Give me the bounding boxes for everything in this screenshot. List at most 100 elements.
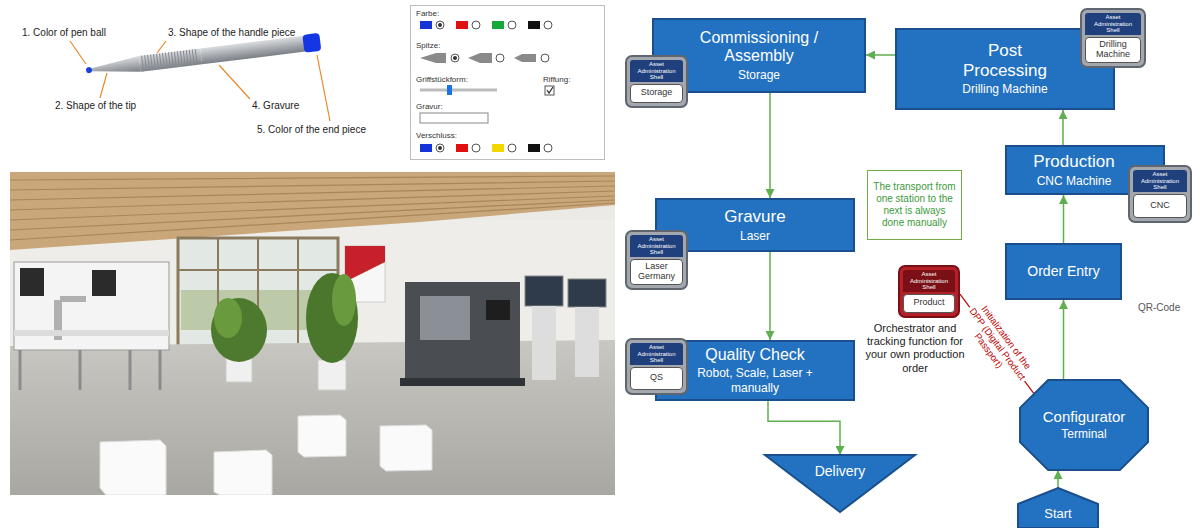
configurator-widgets [541, 54, 549, 62]
configurator-widgets [547, 87, 553, 93]
delivery-triangle: Delivery [765, 455, 915, 512]
node-body: Drilling Machine [962, 82, 1047, 96]
showroom-photo [214, 450, 272, 495]
pen-illustration [142, 49, 198, 71]
callout-label: 5. Color of the end piece [257, 124, 366, 136]
flow-arrow [1062, 110, 1064, 145]
terminal-octagon: ConfiguratorTerminal [1020, 380, 1148, 470]
configurator-widgets [514, 54, 536, 62]
showroom-photo [568, 279, 606, 307]
configurator-widgets [438, 23, 442, 27]
configurator-widgets [468, 53, 492, 63]
showroom-photo [14, 330, 169, 336]
node-body: Drilling Machine [1085, 37, 1141, 63]
node-body: Storage [630, 84, 683, 103]
node-body: Laser Germany [630, 259, 683, 285]
configurator-widgets [451, 54, 459, 62]
node-heading: Commissioning / Assembly [684, 29, 834, 66]
node-body: QS [630, 367, 683, 390]
showroom-photo [10, 172, 615, 495]
configurator-widgets [472, 21, 480, 29]
node-body: Laser [740, 229, 770, 243]
configurator-widgets [544, 21, 552, 29]
note-box: The transport from one station to the ne… [867, 170, 962, 240]
pen-illustration [86, 67, 93, 74]
configurator-widgets [456, 144, 468, 152]
node-heading: Asset Administration Shell [630, 235, 683, 257]
configurator-widgets [472, 144, 480, 152]
showroom-photo [525, 276, 563, 306]
configurator-widgets [492, 21, 504, 29]
process-box: Order Entry [1005, 243, 1122, 300]
start-pentagon: Start [1018, 488, 1098, 528]
pen-illustration [85, 33, 321, 80]
shape-outline [1018, 488, 1098, 528]
node-heading: Production [1033, 152, 1114, 172]
configurator-widgets [508, 144, 516, 152]
showroom-photo [575, 307, 599, 377]
callout-label: 3. Shape of the handle piece [168, 27, 295, 39]
configurator-widgets [420, 89, 497, 92]
configurator-widgets [420, 21, 432, 29]
leader-line [219, 65, 250, 99]
leader-line [70, 41, 86, 64]
node-body: Gravur: [416, 103, 443, 112]
node-heading: Configurator [1043, 408, 1126, 425]
asset-shell-icon: Asset Administration ShellCNC [1128, 165, 1192, 223]
configurator-widgets [436, 21, 444, 29]
node-heading: Asset Administration Shell [903, 270, 955, 292]
pen-illustration [302, 33, 321, 53]
leader-line [157, 41, 166, 53]
shape-outline [1020, 380, 1148, 470]
node-heading: Order Entry [1027, 263, 1099, 279]
showroom-photo [420, 296, 470, 340]
node-body: Product [903, 294, 955, 313]
flow-arrow [1063, 195, 1065, 243]
showroom-photo [405, 282, 520, 380]
pen-illustration [200, 36, 305, 65]
asset-shell-icon: Asset Administration ShellQS [625, 338, 688, 395]
showroom-photo [10, 172, 615, 495]
edge-label: Initialization of the DPP (Digital Produ… [956, 297, 1037, 390]
showroom-photo [400, 378, 525, 386]
configurator-panel: Farbe:Spitze:Griffstückform:Riffung:Grav… [410, 5, 605, 160]
pen-illustration [90, 56, 141, 78]
showroom-photo [486, 300, 510, 320]
node-heading: Delivery [815, 463, 866, 479]
leader-line [100, 73, 107, 98]
configurator-widgets [420, 53, 446, 63]
node-heading: Asset Administration Shell [1133, 170, 1187, 192]
node-body: CNC [1133, 194, 1187, 218]
flow-arrow [768, 401, 840, 455]
configurator-widgets [420, 144, 432, 152]
note-label: Orchestrator and tracking function for y… [862, 322, 968, 375]
flow-arrow [769, 252, 771, 340]
configurator-widgets [528, 21, 540, 29]
callout-label: 4. Gravure [252, 100, 299, 112]
showroom-photo [10, 340, 615, 495]
showroom-photo [100, 440, 166, 495]
showroom-photo [92, 270, 116, 296]
showroom-photo [20, 268, 44, 296]
configurator-widgets [436, 144, 444, 152]
node-heading: Post Processing [950, 41, 1060, 80]
showroom-photo [532, 306, 556, 380]
configurator-widgets [492, 144, 504, 152]
configurator-widgets [447, 85, 452, 95]
asset-shell-icon: Asset Administration ShellDrilling Machi… [1080, 8, 1146, 68]
configurator-widgets [453, 56, 457, 60]
configurator-widgets [528, 144, 540, 152]
showroom-photo [298, 415, 346, 457]
asset-shell-icon: Asset Administration ShellStorage [625, 55, 688, 108]
asset-shell-icon: Asset Administration ShellLaser Germany [625, 230, 688, 290]
node-heading: Asset Administration Shell [1085, 13, 1141, 35]
configurator-widgets [496, 54, 504, 62]
leader-line [317, 55, 330, 121]
node-heading: Gravure [724, 207, 785, 227]
configurator-widgets [420, 113, 488, 123]
configurator-widgets [456, 21, 468, 29]
node-body: Griffstückform: [416, 76, 468, 85]
pen-illustration [139, 48, 202, 71]
showroom-photo [14, 262, 169, 350]
configurator-widgets [544, 144, 552, 152]
